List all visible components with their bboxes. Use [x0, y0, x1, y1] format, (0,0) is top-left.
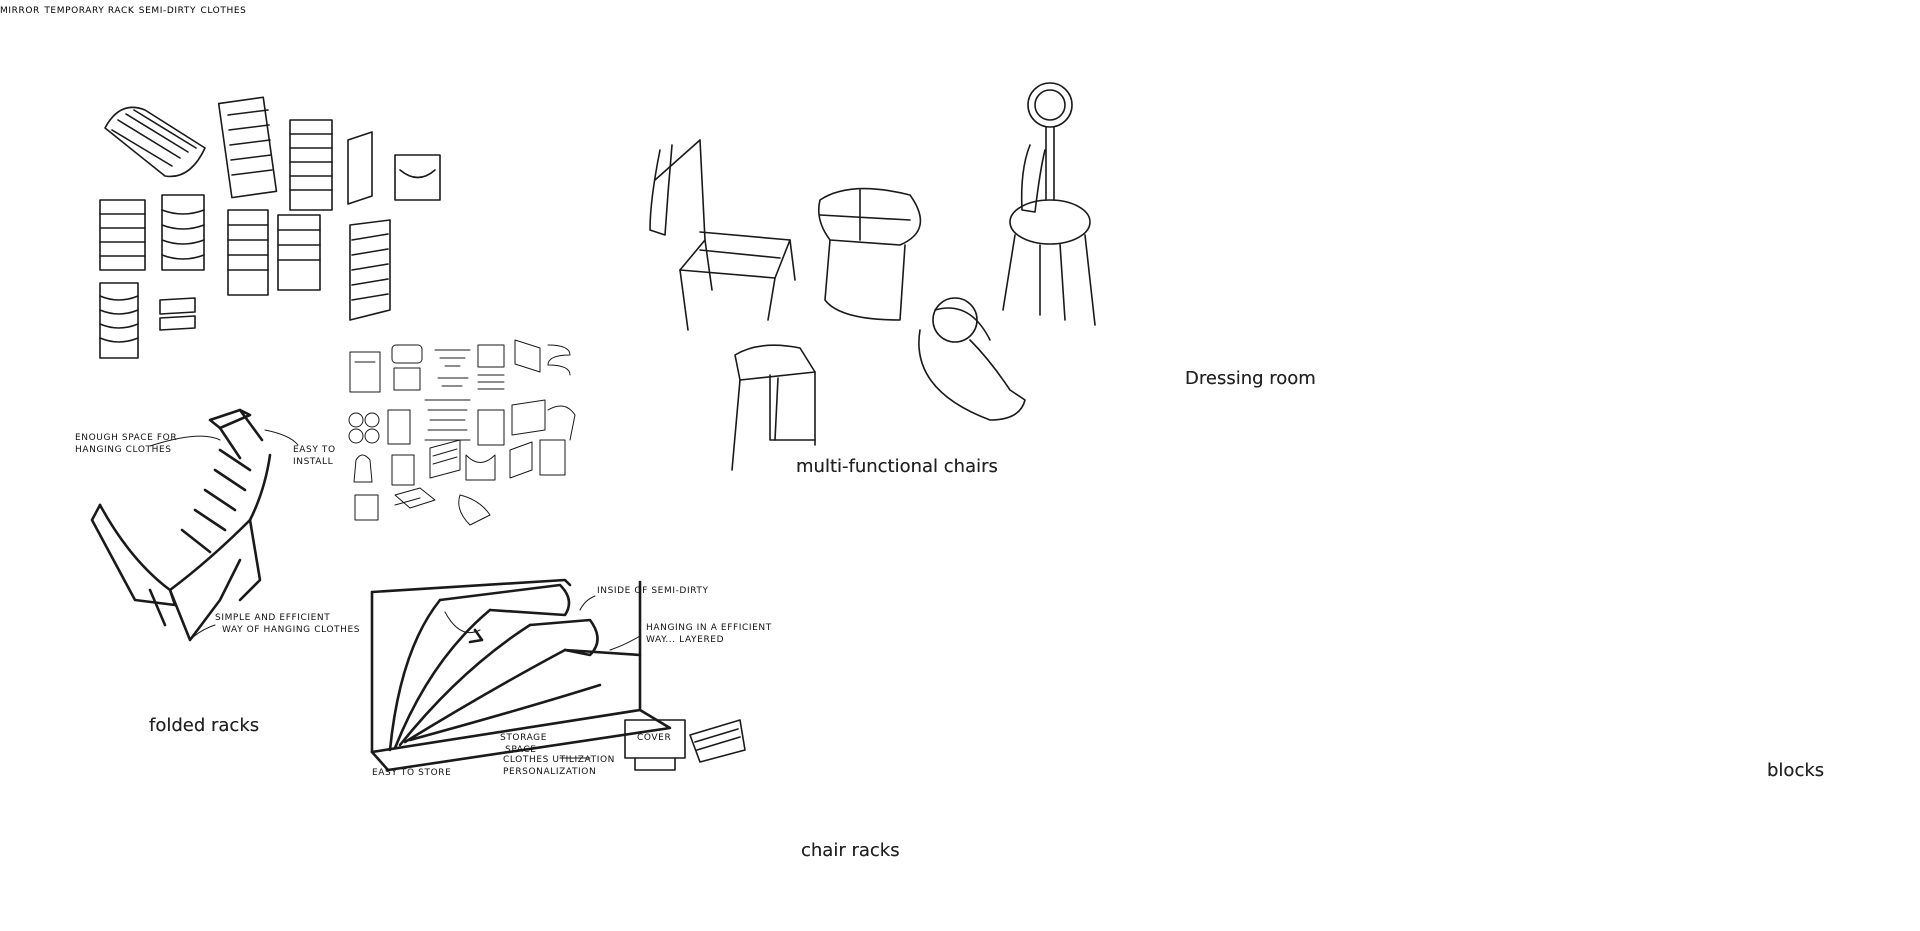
caption-multi-functional-chairs: multi-functional chairs: [796, 456, 998, 477]
caption-chair-racks-text: chair racks: [801, 840, 900, 861]
fan-rack-notes: INSIDE OF SEMI-DIRTY HANGING IN A EFFICI…: [372, 586, 772, 778]
note-space: SPACE: [505, 745, 537, 755]
note-clothes-utilization: CLOTHES UTILIZATION: [503, 755, 615, 765]
small-rack-ideas-sketch: [348, 339, 576, 526]
folding-fan-wall-rack-sketch: [370, 578, 672, 772]
note-cover: COVER: [637, 733, 671, 743]
multi-functional-chairs-sketch: [649, 82, 1096, 471]
note-easy-to: EASY TO: [293, 445, 336, 455]
note-personalization: PERSONALIZATION: [503, 767, 596, 777]
note-temporary-rack: TEMPORARY RACK: [44, 6, 135, 16]
caption-dressing-room: Dressing room: [1185, 368, 1316, 389]
caption-dressing-room-text: Dressing room: [1185, 368, 1316, 389]
hanging-hammock-rack-sketch: [90, 408, 272, 642]
note-semi-dirty: SEMI-DIRTY: [138, 6, 197, 16]
note-mirror: MIRROR: [0, 6, 40, 16]
note-hanging-efficient: HANGING IN A EFFICIENT: [646, 623, 772, 633]
caption-chair-racks: chair racks: [801, 840, 900, 861]
caption-folded-racks-text: folded racks: [149, 715, 260, 736]
hammock-rack-notes: ENOUGH SPACE FOR HANGING CLOTHES EASY TO…: [75, 429, 360, 641]
dressing-room-notes: MIRROR TEMPORARY RACK SEMI-DIRTY CLOTHES: [0, 0, 246, 17]
caption-blocks-text: blocks: [1767, 760, 1825, 781]
note-inside-semi-dirty: INSIDE OF SEMI-DIRTY: [597, 586, 709, 596]
caption-folded-racks: folded racks: [149, 715, 260, 736]
note-hanging-clothes: HANGING CLOTHES: [75, 445, 172, 455]
note-layered: WAY... LAYERED: [646, 635, 724, 645]
rack-thumbnails-sketch: [99, 96, 441, 359]
caption-blocks: blocks: [1767, 760, 1825, 781]
caption-multi-functional-chairs-text: multi-functional chairs: [796, 456, 998, 477]
note-simple-efficient: SIMPLE AND EFFICIENT: [215, 613, 330, 623]
note-way-of-hanging: WAY OF HANGING CLOTHES: [222, 625, 360, 635]
note-install: INSTALL: [293, 457, 333, 467]
note-enough-space: ENOUGH SPACE FOR: [75, 433, 177, 443]
note-storage: STORAGE: [500, 733, 547, 743]
note-easy-to-store: EASY TO STORE: [372, 768, 451, 778]
note-clothes: CLOTHES: [200, 6, 247, 16]
